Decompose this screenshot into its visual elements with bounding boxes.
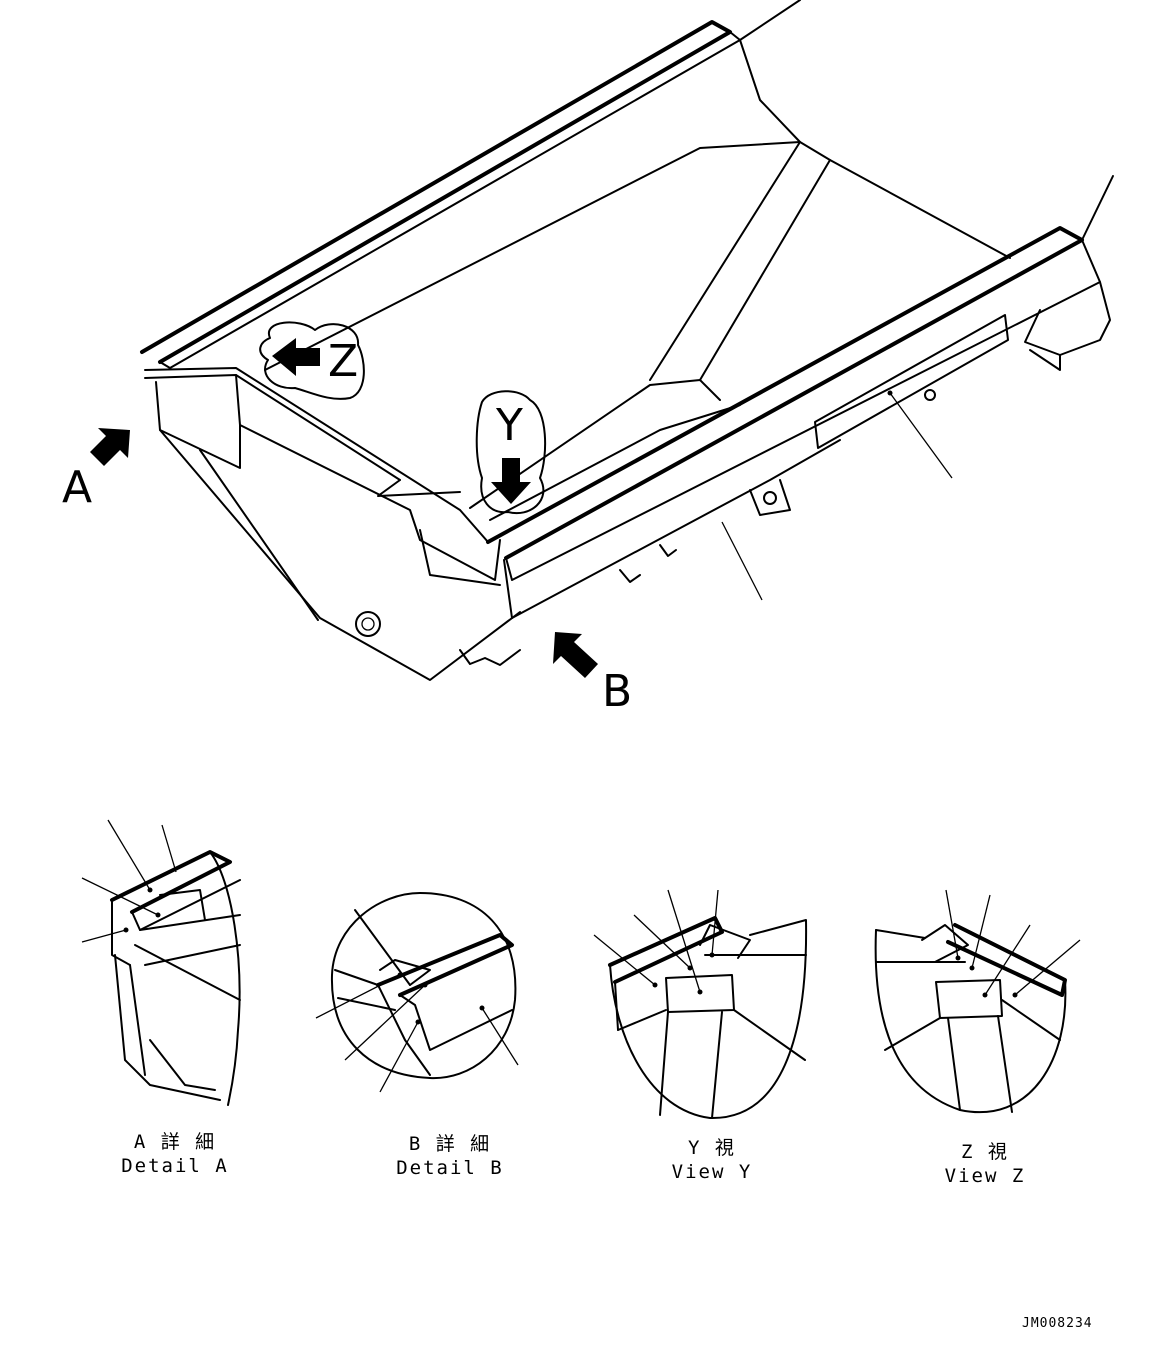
arrow-b-icon xyxy=(553,632,598,678)
view-label-y: Y xyxy=(496,400,523,451)
caption-en: Detail B xyxy=(396,1157,504,1179)
dump-body-main-view xyxy=(90,0,1114,681)
arrow-y-icon xyxy=(491,458,531,504)
caption-en: View Z xyxy=(944,1165,1026,1187)
view-label-a: A xyxy=(62,462,93,513)
caption-jp: Y 視 xyxy=(688,1137,736,1159)
caption-view-z: Z 視 View Z xyxy=(905,1140,1065,1188)
caption-jp: B 詳 細 xyxy=(408,1133,492,1155)
caption-detail-b: B 詳 細 Detail B xyxy=(370,1132,530,1180)
caption-jp: Z 視 xyxy=(961,1141,1009,1163)
detail-b-drawing xyxy=(315,892,519,1093)
caption-en: View Y xyxy=(671,1161,753,1183)
arrow-a-icon xyxy=(90,428,130,466)
view-label-b: B xyxy=(602,666,633,717)
drawing-code: JM008234 xyxy=(1022,1316,1093,1331)
caption-view-y: Y 視 View Y xyxy=(632,1136,792,1184)
caption-detail-a: A 詳 細 Detail A xyxy=(95,1130,255,1178)
detail-a-drawing xyxy=(81,819,241,1106)
caption-en: Detail A xyxy=(121,1155,229,1177)
view-label-z: Z xyxy=(328,336,359,387)
caption-jp: A 詳 細 xyxy=(133,1131,217,1153)
arrow-z-icon xyxy=(272,338,320,376)
view-z-drawing xyxy=(874,889,1081,1114)
view-y-drawing xyxy=(593,889,808,1120)
